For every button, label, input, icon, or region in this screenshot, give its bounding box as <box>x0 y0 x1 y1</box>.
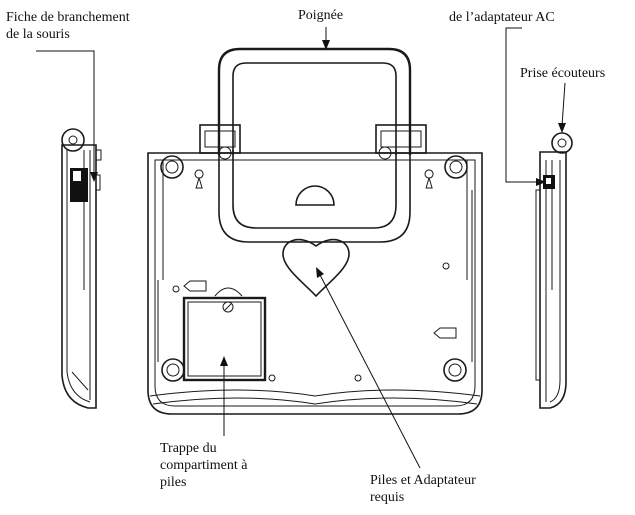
ac-adapter-label: de l’adaptateur AC <box>449 10 555 25</box>
device-body <box>147 152 483 415</box>
rubber-foot <box>160 155 184 179</box>
batteries-required-label: Piles et Adaptateur requis <box>370 473 476 505</box>
handle-grip-notch <box>295 185 335 206</box>
heart-emblem <box>282 238 350 298</box>
mouse-plug-label: Fiche de branchement de la souris <box>6 10 130 42</box>
leader-lines <box>36 27 566 469</box>
carry-handle <box>217 47 412 155</box>
rubber-foot <box>161 358 185 382</box>
main-back-view <box>147 47 483 415</box>
left-side-knob <box>61 128 85 152</box>
rubber-foot <box>444 155 468 179</box>
right-side-view <box>535 132 573 409</box>
headphone-jack <box>551 132 573 154</box>
handle-label: Poignée <box>298 8 344 23</box>
battery-door-label: Trappe du compartiment à piles <box>160 441 248 490</box>
headphone-jack-label: Prise écouteurs <box>520 66 606 81</box>
rubber-foot <box>443 358 467 382</box>
left-side-view <box>61 128 102 409</box>
